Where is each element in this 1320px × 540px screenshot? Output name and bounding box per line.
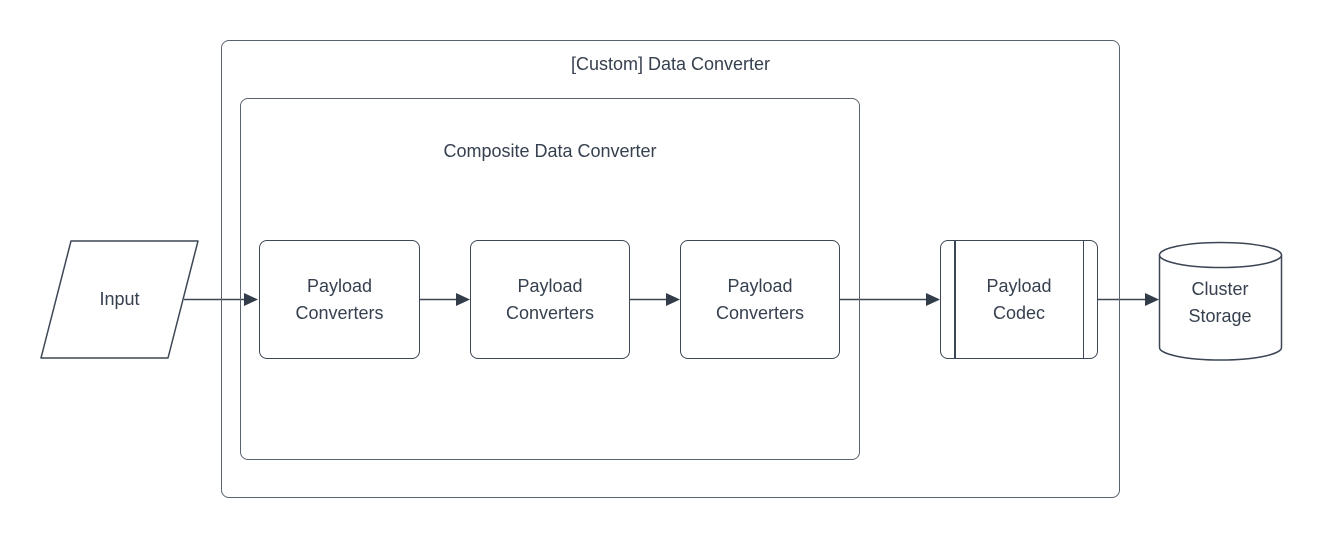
payload-converters-label-1: Payload Converters	[295, 275, 384, 323]
cluster-storage-cylinder-body	[1158, 255, 1283, 361]
payload-codec-label: Payload Codec	[986, 275, 1052, 323]
custom-data-converter-title: [Custom] Data Converter	[570, 54, 771, 74]
composite-data-converter-title: Composite Data Converter	[443, 141, 657, 161]
input-label-wrap: Input	[41, 240, 198, 358]
payload-converters-label-3: Payload Converters	[715, 275, 805, 323]
payload-converters-label-2: Payload Converters	[505, 275, 595, 323]
payload-codec-left-bar	[954, 241, 956, 358]
composite-data-converter-container: Composite Data Converter	[240, 98, 860, 460]
input-label: Input	[99, 288, 140, 309]
payload-converters-box-2: Payload Converters	[470, 240, 630, 359]
cluster-storage-cylinder-top	[1158, 241, 1283, 269]
payload-converters-box-1: Payload Converters	[259, 240, 420, 359]
input-parallelogram	[40, 240, 199, 359]
cluster-storage-label-wrap: Cluster Storage	[1159, 255, 1281, 351]
payload-codec-right-bar	[1082, 241, 1084, 358]
payload-converters-box-3: Payload Converters	[680, 240, 840, 359]
arrowhead-icon	[1145, 293, 1159, 306]
cluster-storage-label: Cluster Storage	[1188, 279, 1252, 326]
custom-data-converter-container: [Custom] Data Converter	[221, 40, 1120, 498]
payload-codec-box: Payload Codec	[940, 240, 1098, 359]
